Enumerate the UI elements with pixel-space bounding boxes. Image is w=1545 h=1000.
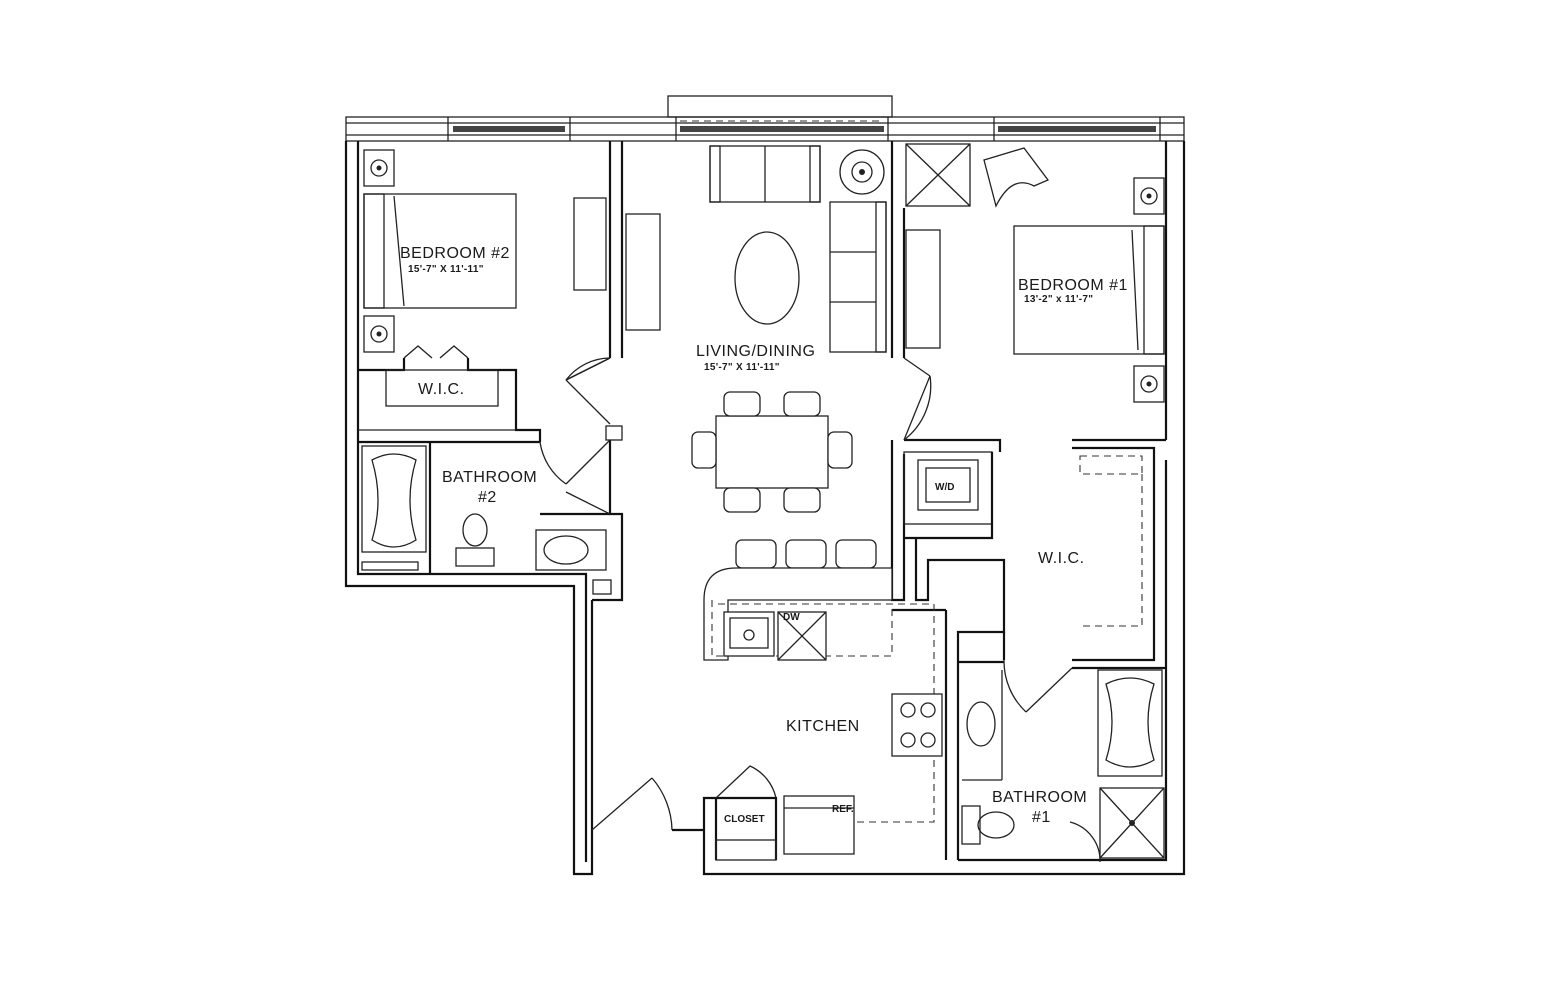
kitchen-fixtures (703, 567, 943, 855)
kitchen-label: KITCHEN (786, 718, 860, 735)
bathroom1-number: #1 (1032, 809, 1051, 826)
bedroom2-furniture (363, 149, 607, 353)
living-dining-label: LIVING/DINING (696, 343, 815, 360)
bedroom2-dimensions: 15'-7" X 11'-11" (408, 264, 484, 275)
wic-right-label: W.I.C. (1038, 550, 1085, 567)
bathroom2-fixtures (361, 445, 607, 571)
bedroom1-dimensions: 13'-2" x 11'-7" (1024, 294, 1093, 305)
washer-dryer (917, 459, 979, 511)
interior-walls (358, 141, 1166, 861)
bedroom1-label: BEDROOM #1 (1018, 277, 1128, 294)
bedroom1-furniture (905, 143, 1165, 403)
washer-dryer-label: W/D (935, 482, 954, 493)
window-strip (345, 95, 1185, 142)
bathroom1-label: BATHROOM (992, 789, 1087, 806)
living-dining-dimensions: 15'-7" X 11'-11" (704, 362, 780, 373)
bedroom2-label: BEDROOM #2 (400, 245, 510, 262)
exterior-walls (344, 141, 1186, 876)
bathroom2-number: #2 (478, 489, 497, 506)
bathroom1-fixtures (961, 669, 1165, 859)
bathroom2-label: BATHROOM (442, 469, 537, 486)
wic-left-label: W.I.C. (418, 381, 465, 398)
refrigerator-label: REF. (832, 804, 854, 815)
living-furniture (625, 145, 887, 569)
closet-label: CLOSET (724, 814, 765, 825)
dishwasher-label: DW (783, 612, 800, 623)
